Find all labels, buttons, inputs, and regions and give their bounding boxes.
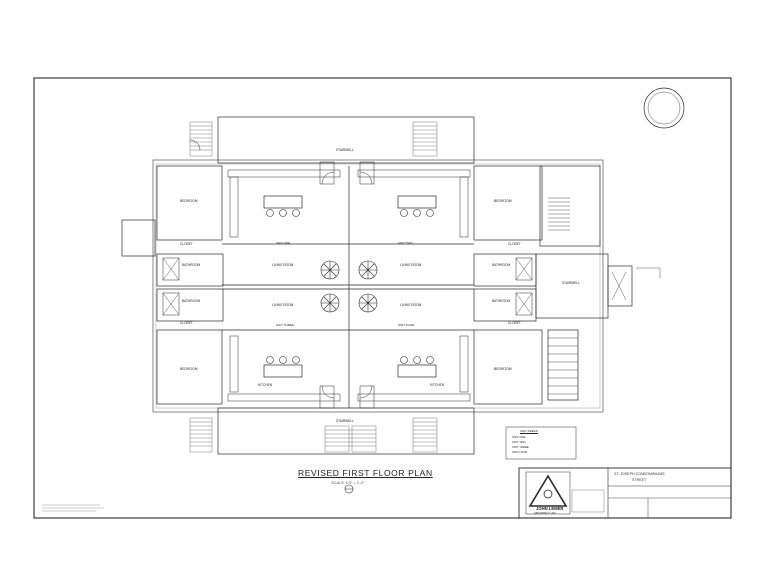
project-address: STREET [632,478,647,482]
left-bay [121,219,156,257]
unit-label: UNIT ONE [276,241,291,245]
unit-areas-box [505,426,577,460]
unit-areas-row: UNIT THREE [512,445,529,449]
project-name: ST. JOSEPH CONDOMINIUMS [614,472,665,476]
room-label-bathroom: BATHROOM [492,299,511,303]
island-bottom-right [397,364,437,378]
east-entry [535,253,609,319]
unit-areas-row: UNIT FOUR [512,450,528,454]
room-label-bathroom: BATHROOM [182,299,201,303]
sheet-border [33,77,732,519]
stair-treads-bottom-right [412,417,438,453]
bedroom-bottom-right [473,329,543,405]
stair-treads-bottom-center [324,425,377,453]
drawing-title: REVISED FIRST FLOOR PLAN [298,468,433,478]
room-label-bedroom: BEDROOM [180,367,198,371]
title-block [518,467,732,519]
stair-treads-top-right [412,121,438,157]
ceiling-fans [320,260,378,313]
unit-areas-row: UNIT ONE [512,435,526,439]
room-label-living-room: LIVING ROOM [272,263,294,267]
firm-subtitle: ARCHITECT, INC. [534,511,557,515]
stairwell-bottom [217,407,475,455]
island-top-right [397,195,437,209]
room-label-bedroom: BEDROOM [494,367,512,371]
room-label-stairwell: STAIRWELL [336,148,354,152]
room-label-living-room: LIVING ROOM [272,303,294,307]
east-stair [539,165,601,247]
island-top-left [263,195,303,209]
room-label-closet: CLOSET [508,321,521,325]
ramp [547,329,579,401]
bedroom-bottom-left [156,329,223,405]
unit-label: UNIT FOUR [398,323,415,327]
room-label-living-room: LIVING ROOM [400,303,422,307]
firm-name: JOHN LEMER [536,506,564,511]
room-label-living-room: LIVING ROOM [400,263,422,267]
architect-seal [643,87,685,129]
room-label-kitchen: KITCHEN [430,383,444,387]
room-label-closet: CLOSET [180,242,193,246]
bath-right-top [473,253,537,287]
bedroom-top-left [156,165,223,241]
unit-label: UNIT TWO [398,241,413,245]
room-label-kitchen: KITCHEN [258,383,272,387]
stair-treads-top-left [189,121,213,157]
room-label-bathroom: BATHROOM [182,263,201,267]
room-label-stairwell: STAIRWELL [562,281,580,285]
unit-label: UNIT THREE [276,323,294,327]
bath-left-top [156,253,224,287]
bath-right-bottom [473,288,537,322]
stair-treads-bottom-left [189,417,213,453]
room-label-bathroom: BATHROOM [492,263,511,267]
room-label-bedroom: BEDROOM [180,199,198,203]
island-bottom-left [263,364,303,378]
building-outline [152,159,604,413]
bath-left-bottom [156,288,224,322]
stairwell-top [217,116,475,164]
room-label-closet: CLOSET [508,242,521,246]
drawing-scale: SCALE 1/4" = 1'-0" [331,480,365,485]
room-label-closet: CLOSET [180,321,193,325]
unit-areas-row: UNIT TWO [512,440,526,444]
unit-areas-header: UNIT AREAS [520,429,538,433]
room-label-stairwell: STAIRWELL [336,419,354,423]
room-label-bedroom: BEDROOM [494,199,512,203]
bedroom-top-right [473,165,543,241]
